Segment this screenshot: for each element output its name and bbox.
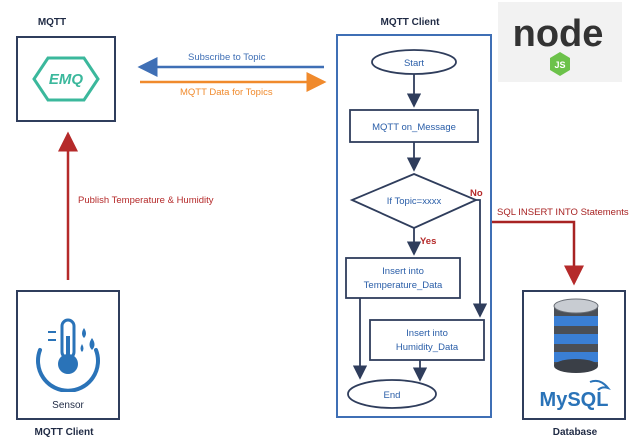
- flow-insert-temp-line1: Insert into: [382, 266, 424, 277]
- mqtt-client-caption: MQTT Client: [380, 17, 440, 28]
- sensor-box: Sensor: [16, 290, 120, 420]
- flow-end: [347, 379, 437, 409]
- flow-insert-temp: [345, 257, 461, 299]
- nodejs-logo: node JS: [498, 2, 622, 82]
- mqtt-broker-caption: MQTT: [37, 17, 67, 28]
- thermometer-icon: [36, 318, 100, 392]
- subscribe-label: Subscribe to Topic: [188, 52, 266, 63]
- publish-label: Publish Temperature & Humidity: [78, 195, 214, 206]
- flow-end-label: End: [384, 390, 401, 401]
- flow-insert-humidity-line1: Insert into: [406, 328, 448, 339]
- sensor-label: Sensor: [52, 400, 84, 411]
- flow-on-message: [349, 109, 479, 143]
- mysql-logo-text: MySQL: [540, 389, 609, 411]
- flow-insert-humidity-line2: Humidity_Data: [396, 342, 459, 353]
- data-label: MQTT Data for Topics: [180, 87, 273, 98]
- mysql-logo: MySQL: [540, 379, 611, 411]
- sql-arrow: [492, 220, 584, 286]
- sensor-client-caption: MQTT Client: [34, 427, 94, 438]
- flow-insert-temp-line2: Temperature_Data: [364, 280, 443, 291]
- flow-no-label: No: [470, 188, 483, 199]
- nodejs-logo-word: node: [513, 13, 604, 55]
- database-caption: Database: [552, 427, 598, 438]
- flow-on-message-label: MQTT on_Message: [372, 122, 456, 133]
- database-box: MySQL: [522, 290, 626, 420]
- database-icon: [553, 298, 599, 373]
- emq-logo-text: EMQ: [49, 71, 84, 88]
- flow-start-label: Start: [404, 58, 424, 69]
- flow-insert-humidity: [369, 319, 485, 361]
- flow-decision-label: If Topic=xxxx: [387, 196, 442, 207]
- sql-label: SQL INSERT INTO Statements: [497, 207, 629, 218]
- nodejs-js-badge: JS: [554, 60, 565, 70]
- emq-logo: EMQ: [32, 56, 100, 102]
- flow-yes-label: Yes: [420, 236, 436, 247]
- mqtt-broker-box: EMQ: [16, 36, 116, 122]
